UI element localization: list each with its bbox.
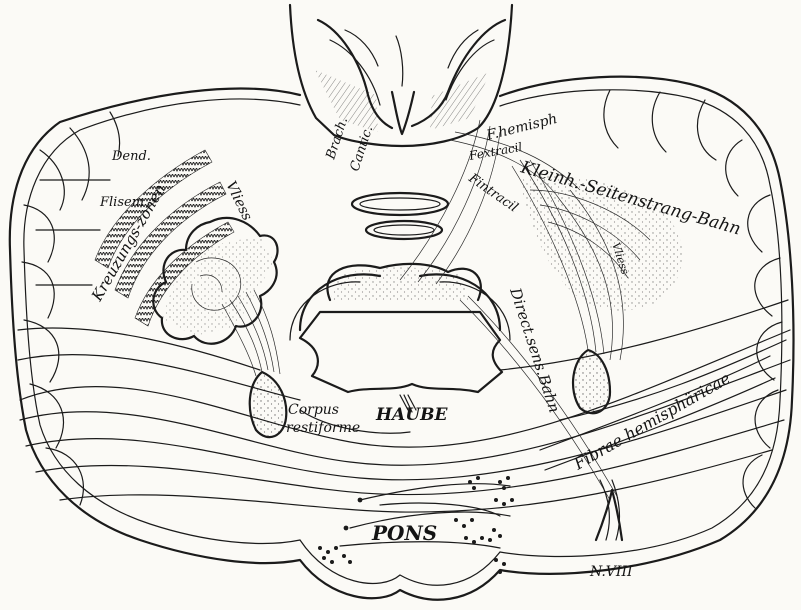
label-haube: HAUBE [375,405,448,425]
label-f-intracil: Fintracil [465,170,521,215]
label-vliess-left: Vliess [222,179,255,224]
label-corpus: Corpus [288,402,339,418]
label-pons: PONS [371,521,437,545]
label-restiforme: restiforme [286,420,360,436]
left-lobules [22,112,120,505]
corpus-restiforme-right [573,350,610,413]
label-f-hemisph: F.hemisph [484,111,559,144]
label-n-viii: N.VIII [589,564,633,580]
label-cantic: Cantic. [348,124,377,173]
corpus-restiforme-left [250,372,287,437]
labels: F.hemisph Fextracil Brach. Cantic. Klein… [87,111,743,580]
label-dend: Dend. [111,149,151,164]
label-direct-sens-bahn: Direct.sens.Bahn [506,285,564,415]
